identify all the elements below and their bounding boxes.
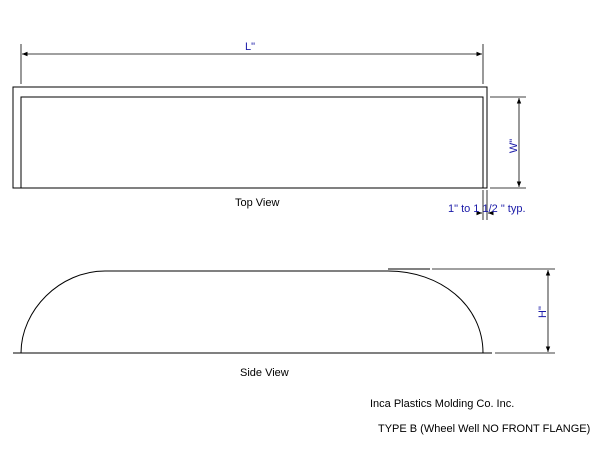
part-type: TYPE B (Wheel Well NO FRONT FLANGE)	[378, 423, 590, 435]
side-view-profile	[20, 270, 484, 354]
top-view-outer-outline	[12, 86, 488, 189]
side-view-label: Side View	[240, 367, 289, 379]
title-block: Inca Plastics Molding Co. Inc. TYPE B (W…	[370, 398, 590, 435]
side-view: H" Side View	[13, 268, 555, 379]
company-name: Inca Plastics Molding Co. Inc.	[370, 398, 514, 410]
height-label: H"	[537, 306, 549, 318]
flange-label: 1" to 1 1/2 " typ.	[448, 203, 526, 215]
length-label: L"	[245, 41, 255, 53]
width-label: W"	[508, 139, 520, 153]
top-view-flange-outline	[20, 96, 484, 188]
top-view: L" W" 1" to 1 1/2 " typ. Top View	[12, 41, 526, 220]
top-view-label: Top View	[235, 197, 279, 209]
